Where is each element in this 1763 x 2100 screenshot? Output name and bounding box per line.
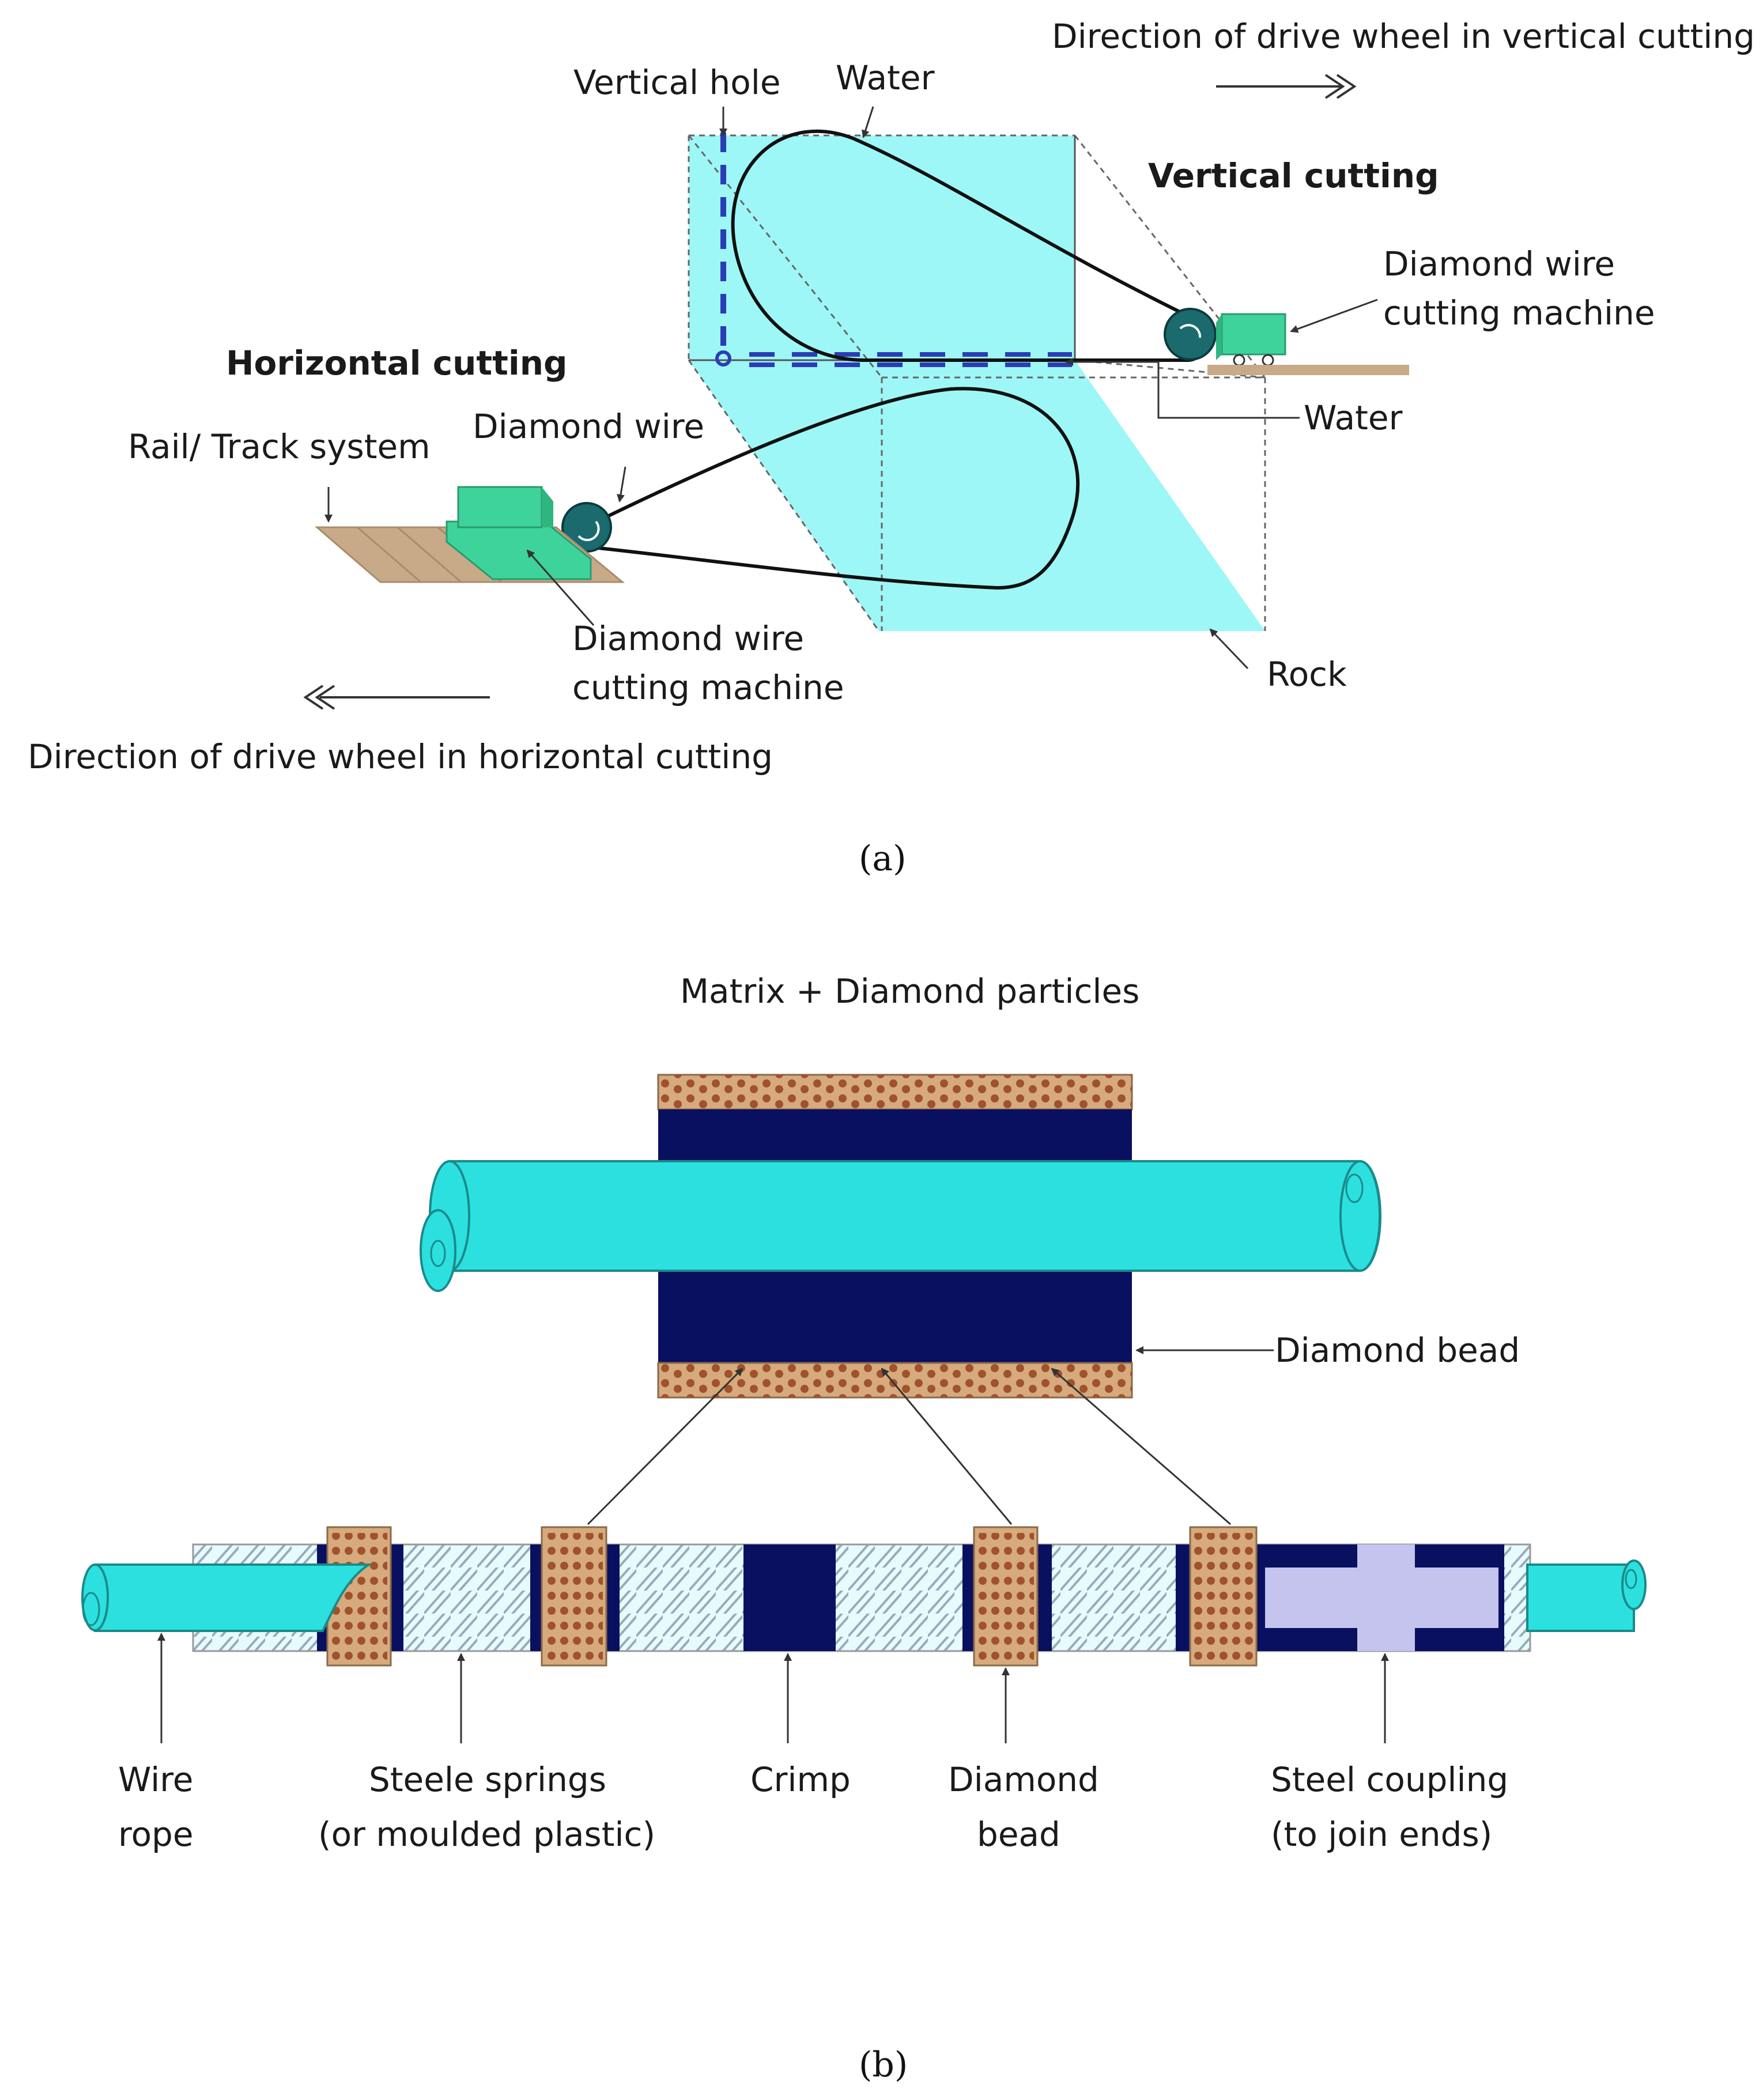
label-machine-left-1: Diamond wire (572, 619, 804, 658)
wheel-arrow-right-icon (1179, 324, 1202, 338)
label-vertical-hole: Vertical hole (573, 63, 781, 102)
coupling-inner (1265, 1544, 1498, 1651)
label-vertical-cutting: Vertical cutting (1148, 156, 1439, 195)
rail-right (1207, 365, 1409, 375)
machine-right (1221, 313, 1286, 356)
block-edges (688, 134, 1266, 632)
rope-left-core (82, 1592, 100, 1626)
label-machine-right-2: cutting machine (1383, 293, 1655, 333)
large-rope-end-right (1339, 1160, 1381, 1272)
rope-right-core (1625, 1569, 1637, 1589)
label-wire-rope-1: Wire (118, 1760, 193, 1799)
drive-wheel-right (1164, 308, 1217, 361)
horizontal-wire-loop (583, 387, 1080, 590)
label-diamond-wire: Diamond wire (473, 407, 704, 446)
caption-b: (b) (859, 2045, 908, 2085)
vertical-wire-loop (731, 129, 1205, 362)
panel-b-title: Matrix + Diamond particles (680, 972, 1139, 1011)
wheel-arrow-left-icon (577, 520, 600, 542)
label-bead-2: bead (977, 1815, 1060, 1854)
large-rope (448, 1160, 1381, 1272)
machine-right-wheel-1 (1233, 354, 1245, 367)
crimp-center (743, 1544, 836, 1651)
machine-left-top (457, 486, 543, 528)
bead-particles-top (658, 1075, 1132, 1109)
large-rope-strand-left (420, 1209, 456, 1292)
large-rope-core-right (1345, 1173, 1364, 1203)
label-coupling-2: (to join ends) (1271, 1815, 1492, 1854)
label-water-right: Water (1304, 398, 1403, 437)
label-coupling-1: Steel coupling (1271, 1760, 1508, 1799)
label-machine-left-2: cutting machine (572, 668, 844, 707)
label-diamond-bead-top: Diamond bead (1275, 1331, 1520, 1370)
bead-leaders (587, 1368, 1231, 1525)
panel-a-leaders (324, 106, 1378, 670)
label-rock: Rock (1267, 655, 1347, 694)
rope-right-end (1621, 1559, 1647, 1610)
label-wire-rope-2: rope (118, 1815, 194, 1854)
label-direction-vertical: Direction of drive wheel in vertical cut… (1052, 17, 1755, 56)
label-rail-track: Rail/ Track system (128, 427, 431, 466)
bottom-leaders (157, 1633, 1389, 1743)
rope-left (94, 1563, 373, 1632)
machine-right-wheel-2 (1262, 354, 1274, 367)
machine-right-back (1216, 314, 1222, 360)
label-crimp: Crimp (750, 1760, 851, 1799)
label-bead-1: Diamond (948, 1760, 1099, 1799)
rope-right (1526, 1563, 1635, 1632)
small-beads (326, 1526, 1258, 1667)
direction-arrows (303, 74, 1357, 710)
panel-b: Matrix + Diamond particles Diamond bead (81, 972, 1647, 2085)
label-water-top: Water (836, 58, 935, 97)
label-machine-right-1: Diamond wire (1383, 244, 1615, 284)
bead-particles-bottom (658, 1363, 1132, 1398)
machine-left-side (542, 487, 553, 527)
panel-a: Direction of drive wheel in vertical cut… (28, 17, 1755, 879)
hole-start (715, 350, 731, 367)
label-springs-1: Steele springs (369, 1760, 606, 1799)
large-rope-core-left (430, 1240, 446, 1267)
rope-left-end (81, 1563, 109, 1631)
rock-block (689, 135, 1265, 631)
label-springs-2: (or moulded plastic) (318, 1815, 655, 1854)
caption-a: (a) (859, 839, 907, 879)
label-horizontal-cutting: Horizontal cutting (226, 343, 568, 383)
label-direction-horizontal: Direction of drive wheel in horizontal c… (28, 737, 773, 776)
